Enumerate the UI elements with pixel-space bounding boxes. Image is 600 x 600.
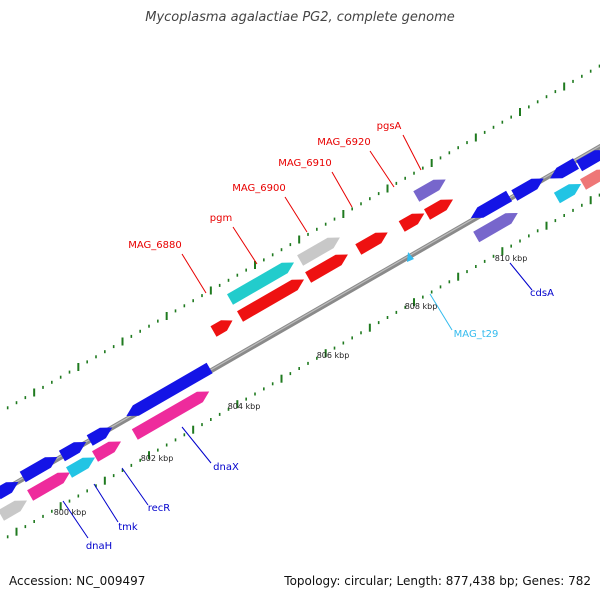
gene-feature-pgsa: [413, 179, 446, 202]
gene-label-mag6880[interactable]: MAG_6880: [128, 240, 182, 251]
leader-magt29: [429, 293, 453, 331]
gene-feature-cdsa: [473, 213, 518, 243]
gene-feature-pgm: [237, 279, 304, 322]
gene-label-tmk[interactable]: tmk: [118, 522, 138, 533]
tick-marks-outer: [6, 64, 600, 410]
gene-label-cdsa[interactable]: cdsA: [530, 288, 554, 299]
leader-mag6920: [369, 150, 395, 188]
gene-feature-tmk: [66, 457, 95, 478]
gene-feature-cyan-2: [553, 184, 582, 204]
leader-mag6910: [331, 171, 353, 208]
gene-feature-recr: [92, 441, 121, 462]
genome-backbone: [0, 143, 600, 496]
gene-feature-salmon: [580, 169, 600, 190]
gene-feature-blue-3: [58, 442, 87, 462]
gene-feature-blue-5: [126, 362, 213, 416]
map-title: Mycoplasma agalactiae PG2, complete geno…: [145, 10, 455, 25]
leader-mag6900: [284, 196, 308, 233]
gene-feature-mag6910: [355, 232, 388, 255]
gene-feature-blue-8: [550, 158, 579, 179]
gene-feature-blue-7: [511, 178, 544, 201]
gene-feature-mag6880: [210, 320, 233, 337]
gene-feature-mag6920: [398, 213, 425, 232]
gene-feature-dnah: [27, 472, 70, 501]
leader-mag6880: [181, 253, 207, 294]
gene-feature-blue-1: [0, 482, 19, 500]
gene-label-magt29[interactable]: MAG_t29: [454, 329, 499, 340]
scale-label-808kbp: 808 kbp: [405, 302, 438, 311]
gene-feature-blue-9: [576, 150, 600, 172]
tick-marks-inner: [6, 193, 600, 539]
gene-feature-blue-2: [19, 457, 58, 483]
scale-label-806kbp: 806 kbp: [317, 351, 350, 360]
gene-label-recr[interactable]: recR: [148, 503, 171, 514]
gene-label-pgm[interactable]: pgm: [210, 213, 232, 224]
gene-features: [0, 150, 600, 521]
gene-feature-teal: [227, 262, 294, 305]
leader-cdsa: [509, 262, 533, 291]
gene-feature-grey: [0, 500, 27, 521]
gene-feature-blue-4: [86, 427, 113, 446]
scale-label-810kbp: 810 kbp: [495, 254, 528, 263]
label-leader-lines: [62, 134, 533, 539]
gene-label-pgsa[interactable]: pgsA: [377, 121, 402, 132]
scale-label-802kbp: 802 kbp: [141, 454, 174, 463]
leader-recr: [121, 467, 149, 506]
leader-pgsa: [402, 134, 422, 171]
gene-feature-mag6900: [305, 254, 348, 283]
gene-feature-dnax: [131, 391, 210, 440]
gene-label-mag6900[interactable]: MAG_6900: [232, 183, 286, 194]
gene-label-mag6920[interactable]: MAG_6920: [317, 137, 371, 148]
gene-label-mag6910[interactable]: MAG_6910: [278, 158, 332, 169]
gene-feature-grey-2: [297, 237, 340, 266]
gene-label-dnah[interactable]: dnaH: [86, 541, 112, 552]
scale-label-800kbp: 800 kbp: [54, 508, 87, 517]
leader-dnax: [181, 426, 212, 464]
topology-text: Topology: circular; Length: 877,438 bp; …: [284, 574, 591, 588]
scale-label-804kbp: 804 kbp: [228, 402, 261, 411]
gene-label-dnax[interactable]: dnaX: [213, 462, 239, 473]
trna-marker-magt29: [407, 252, 414, 262]
leader-pgm: [232, 226, 258, 265]
accession-text: Accession: NC_009497: [9, 574, 146, 588]
leader-tmk: [93, 483, 119, 523]
gene-feature-blue-6: [470, 190, 513, 218]
leader-dnah: [62, 500, 89, 539]
gene-feature-red-2: [424, 199, 453, 220]
